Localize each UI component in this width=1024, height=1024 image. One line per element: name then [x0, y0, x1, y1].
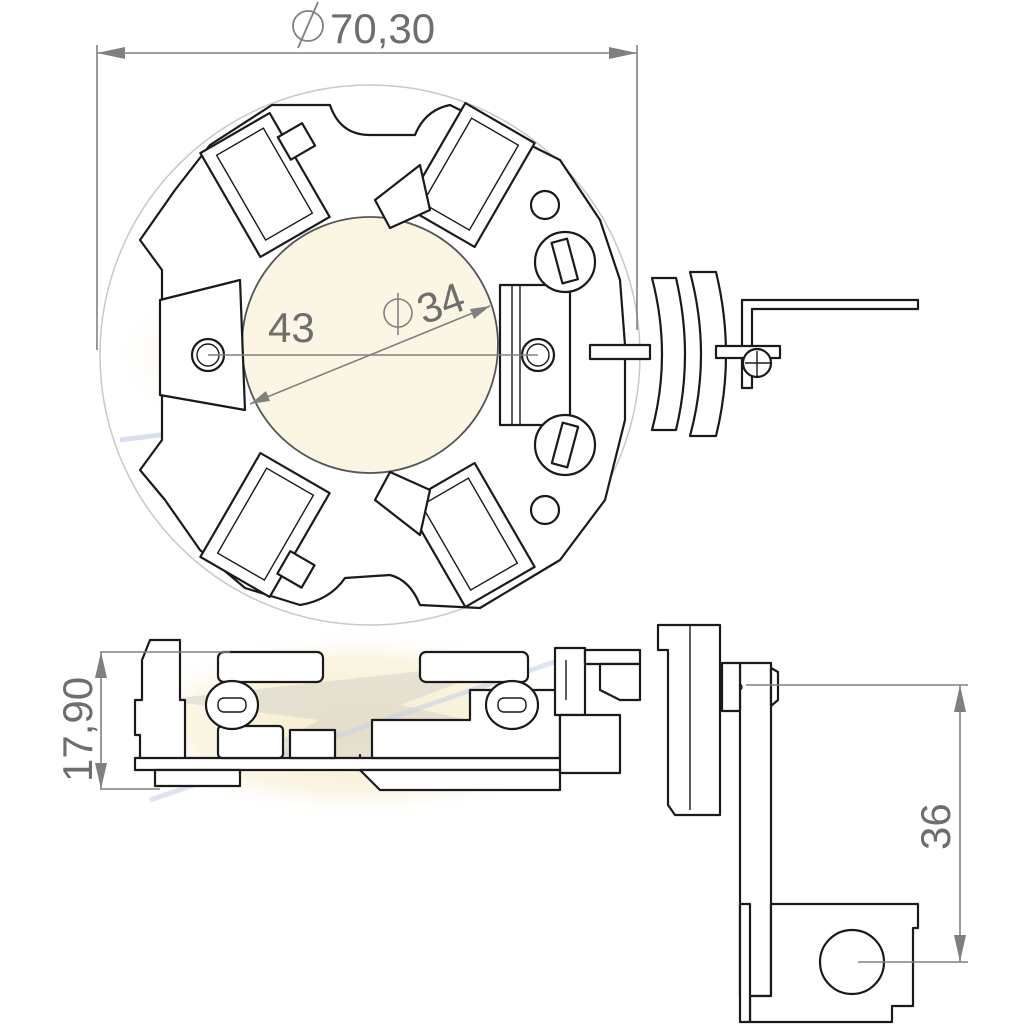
side-brush-right-top — [418, 650, 530, 684]
brush-holder-top-left — [199, 111, 331, 259]
side-cover-plate — [656, 623, 722, 817]
dim-height: 17,90 — [54, 651, 230, 790]
dim-label-height: 17,90 — [54, 677, 101, 782]
dim-label-terminal-offset: 36 — [912, 803, 959, 850]
dim-label-outer-diameter: 70,30 — [330, 5, 435, 52]
dim-line-34 — [249, 305, 491, 405]
side-brush-left-top — [216, 650, 325, 684]
dim-outer-diameter: 70,30 — [96, 1, 638, 350]
rivet-top — [529, 189, 561, 221]
side-view — [133, 623, 722, 817]
spring-top — [373, 163, 432, 230]
brush-holder-bottom-right — [404, 461, 536, 609]
side-brush-right-spring — [484, 679, 540, 731]
bent-terminal — [740, 298, 920, 390]
dim-terminal-offset: 36 — [746, 684, 968, 963]
spring-bottom — [373, 470, 432, 537]
cover-plate-outer — [688, 270, 728, 438]
terminal-stem — [588, 343, 652, 361]
brush-holder-bottom-left — [199, 451, 331, 599]
side-brush-left-spring — [204, 679, 260, 731]
top-view: 43 34 — [99, 84, 920, 626]
side-right-clip — [553, 646, 587, 717]
side-base-plate — [133, 756, 577, 772]
side-left-clip — [133, 638, 187, 762]
brush-holder-top-right — [404, 101, 536, 249]
rivet-bottom — [529, 494, 561, 526]
dim-label-43: 43 — [268, 304, 315, 351]
side-brush-left-bottom — [216, 724, 285, 760]
terminal-bracket-view — [720, 661, 920, 1024]
cover-plate-inner — [650, 276, 687, 432]
